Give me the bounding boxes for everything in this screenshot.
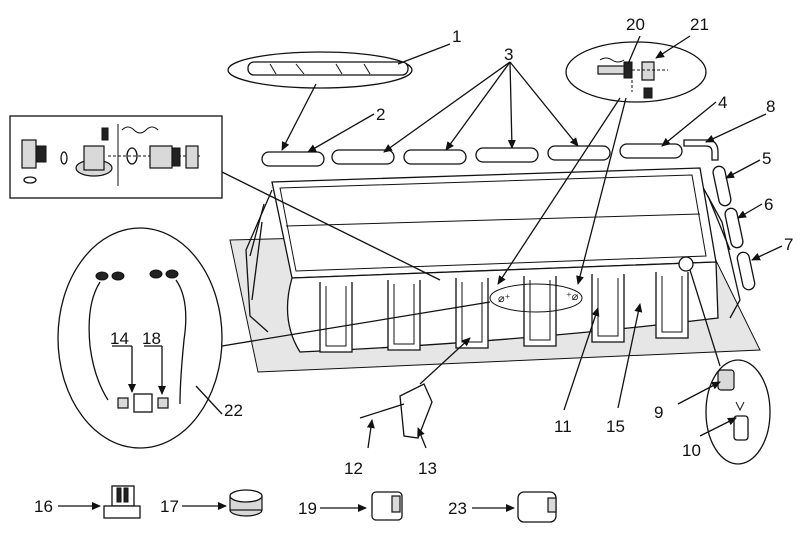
svg-text:⁺⌀: ⁺⌀ xyxy=(566,291,579,303)
callout-2: 2 xyxy=(376,105,385,124)
callout-21: 21 xyxy=(690,15,709,34)
callout-13: 13 xyxy=(418,459,437,478)
callout-16: 16 xyxy=(34,497,53,516)
valve-detail-ellipse xyxy=(565,41,707,103)
filter-connection-box xyxy=(9,115,223,199)
callout-12: 12 xyxy=(344,459,363,478)
part-16-plug xyxy=(103,485,141,519)
callout-9: 9 xyxy=(654,403,663,422)
callout-6: 6 xyxy=(764,195,773,214)
callout-19: 19 xyxy=(298,499,317,518)
callout-17: 17 xyxy=(160,497,179,516)
u-legs xyxy=(319,272,689,353)
callout-1: 1 xyxy=(452,27,461,46)
skimmer xyxy=(359,383,433,439)
callout-15: 15 xyxy=(606,417,625,436)
callout-7: 7 xyxy=(784,235,793,254)
svg-text:⌀⁺: ⌀⁺ xyxy=(498,293,511,305)
beam-detail-ellipse xyxy=(227,51,413,89)
hose-kit-ellipse xyxy=(57,227,223,449)
callout-8: 8 xyxy=(766,97,775,116)
callout-5: 5 xyxy=(762,149,771,168)
part-23-cap xyxy=(517,491,557,523)
callout-20: 20 xyxy=(626,15,645,34)
pool-frame: ⌀⁺ ⁺⌀ xyxy=(245,167,741,353)
callout-10: 10 xyxy=(682,441,701,460)
callout-22: 22 xyxy=(224,401,243,420)
callout-3: 3 xyxy=(504,45,513,64)
leg-cap-ellipse xyxy=(705,359,771,465)
part-19-cap xyxy=(371,491,403,521)
callout-18: 18 xyxy=(142,329,161,348)
part-17-gasket xyxy=(229,489,263,517)
callout-11: 11 xyxy=(554,417,572,436)
callout-4: 4 xyxy=(718,93,727,112)
leader-lines xyxy=(58,35,783,512)
callout-14: 14 xyxy=(110,329,129,348)
callout-23: 23 xyxy=(448,499,467,518)
